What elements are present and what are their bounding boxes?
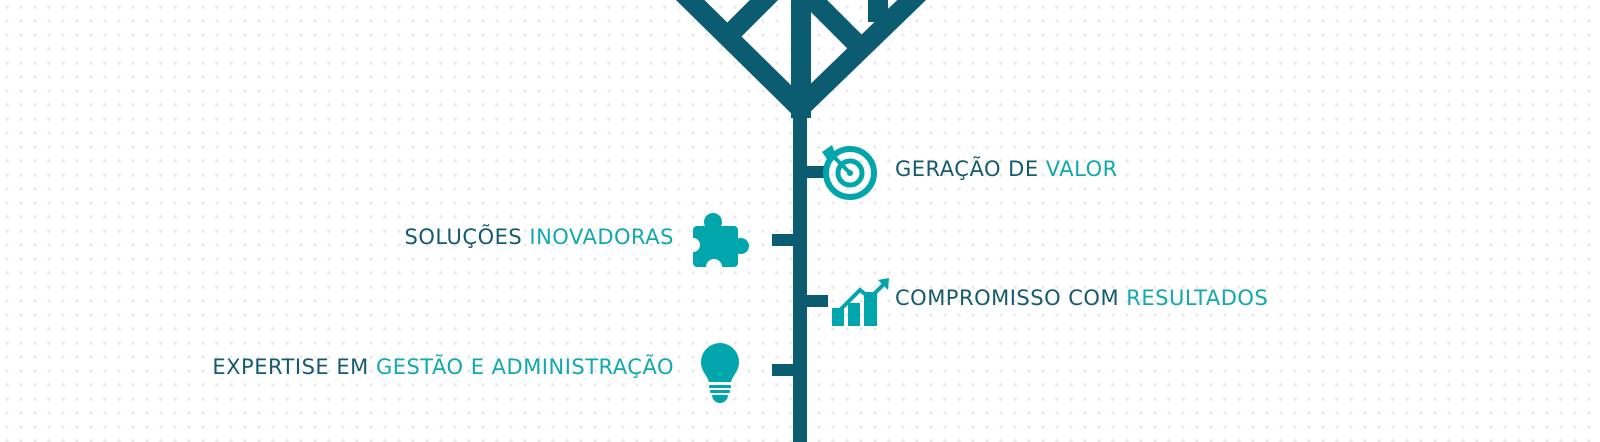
item-label-accent: RESULTADOS: [1126, 286, 1269, 310]
target-icon: [822, 145, 877, 200]
puzzle-icon: [686, 213, 749, 275]
item-label-dark: EXPERTISE EM: [212, 355, 369, 379]
item-label-accent: VALOR: [1045, 157, 1118, 181]
lightbulb-icon: [701, 343, 739, 403]
item-geracao-de-valor: GERAÇÃO DE VALOR: [895, 157, 1118, 181]
item-compromisso-com-resultados: COMPROMISSO COM RESULTADOS: [895, 286, 1268, 310]
item-label-dark: GERAÇÃO DE: [895, 157, 1039, 181]
item-solucoes-inovadoras: SOLUÇÕES INOVADORAS: [405, 225, 674, 249]
branch-tick-4: [772, 364, 793, 376]
item-label-accent: INOVADORAS: [529, 225, 674, 249]
branch-tick-3: [807, 295, 828, 307]
item-label-dark: SOLUÇÕES: [404, 225, 523, 249]
growth-chart-icon: [832, 278, 889, 326]
item-expertise-em-gestao: EXPERTISE EM GESTÃO E ADMINISTRAÇÃO: [212, 355, 674, 379]
branch-tick-1: [807, 166, 828, 178]
tree-branches: [675, 0, 927, 123]
branch-tick-2: [772, 234, 793, 246]
item-label-accent: GESTÃO E ADMINISTRAÇÃO: [375, 355, 674, 379]
tree-trunk: [793, 105, 807, 442]
item-label-dark: COMPROMISSO COM: [895, 286, 1120, 310]
